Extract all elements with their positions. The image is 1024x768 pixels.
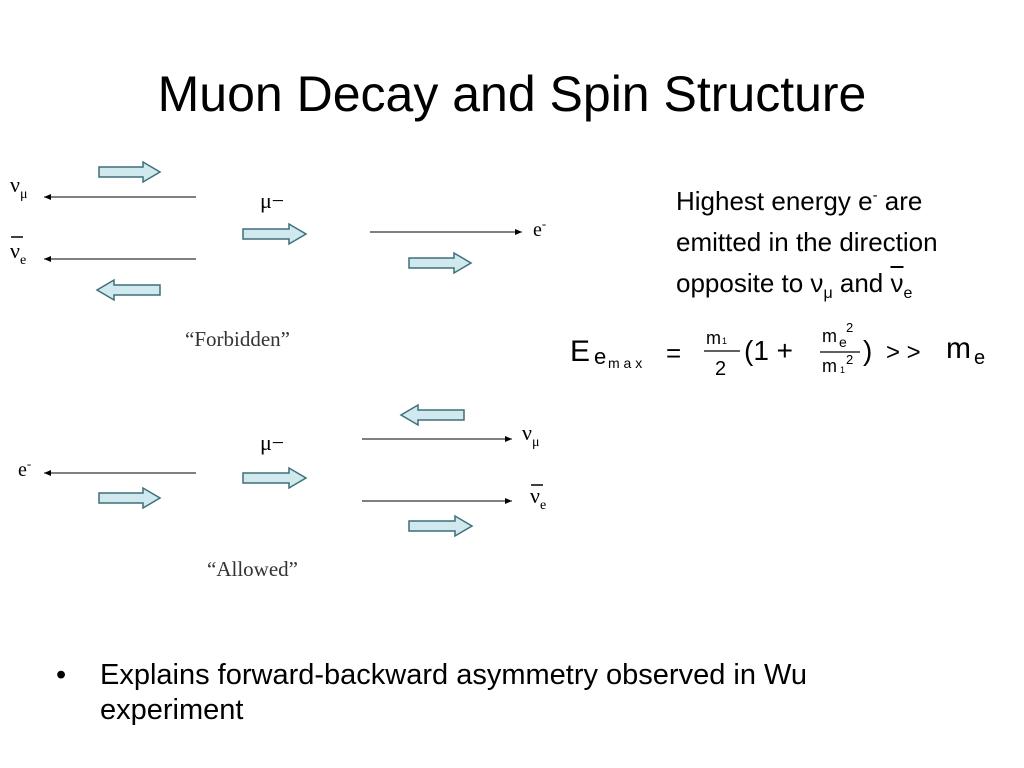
svg-text:m a x: m a x xyxy=(608,355,642,371)
svg-text:> >: > > xyxy=(886,339,921,366)
svg-text:2: 2 xyxy=(846,320,853,335)
spin-arrow-right xyxy=(408,251,473,275)
energy-formula: E e m a x = m 1 2 (1 + m e 2 m 1 2 ) > >… xyxy=(570,320,985,380)
svg-text:E: E xyxy=(570,335,590,368)
svg-text:νe: νe xyxy=(10,238,26,268)
energy-note: Highest energy e- are emitted in the dir… xyxy=(676,186,938,303)
svg-text:e: e xyxy=(594,344,606,369)
label-electron: e xyxy=(18,459,27,481)
svg-text:1: 1 xyxy=(840,365,845,375)
svg-text:e-: e- xyxy=(533,216,546,241)
svg-text:1: 1 xyxy=(722,336,727,346)
svg-text:νμ: νμ xyxy=(522,420,539,450)
svg-text:m: m xyxy=(706,328,721,348)
svg-text:2: 2 xyxy=(846,352,853,367)
svg-text:m: m xyxy=(946,332,971,365)
svg-text:=: = xyxy=(666,338,681,368)
caption-forbidden: “Forbidden” xyxy=(185,327,290,351)
svg-text:e: e xyxy=(974,347,985,369)
label-nu-mu: ν xyxy=(10,172,20,197)
spin-arrow-right xyxy=(98,160,162,184)
label-muon: μ− xyxy=(260,188,284,213)
bullet-item: Explains forward-backward asymmetry obse… xyxy=(100,659,808,726)
svg-text:2: 2 xyxy=(715,358,726,380)
caption-allowed: “Allowed” xyxy=(207,557,298,581)
spin-arrow-right xyxy=(242,222,308,246)
spin-arrow-right xyxy=(408,514,474,538)
label-nu-mu: ν xyxy=(522,420,532,445)
bullet-dot: • xyxy=(56,659,67,691)
label-nubar-e: ν xyxy=(10,238,20,263)
svg-text:(1 +: (1 + xyxy=(744,335,793,366)
svg-text:νμ: νμ xyxy=(10,172,27,202)
label-muon: μ− xyxy=(260,430,284,455)
spin-arrow-left xyxy=(95,278,161,302)
svg-text:e-: e- xyxy=(18,456,31,481)
slide-title: Muon Decay and Spin Structure xyxy=(157,66,867,122)
spin-arrow-right xyxy=(98,486,162,510)
spin-diagram: νμ νe μ− e- “Forbidden” μ− e- νμ νe “All… xyxy=(10,160,546,581)
spin-arrow-right xyxy=(242,466,308,490)
svg-text:): ) xyxy=(863,335,872,366)
label-electron: e xyxy=(533,219,542,241)
svg-text:m: m xyxy=(822,326,837,346)
svg-text:m: m xyxy=(822,356,837,376)
svg-text:e: e xyxy=(839,334,847,350)
label-nubar-e: ν xyxy=(530,483,540,508)
spin-arrow-left xyxy=(399,403,465,427)
svg-text:νe: νe xyxy=(530,483,546,513)
